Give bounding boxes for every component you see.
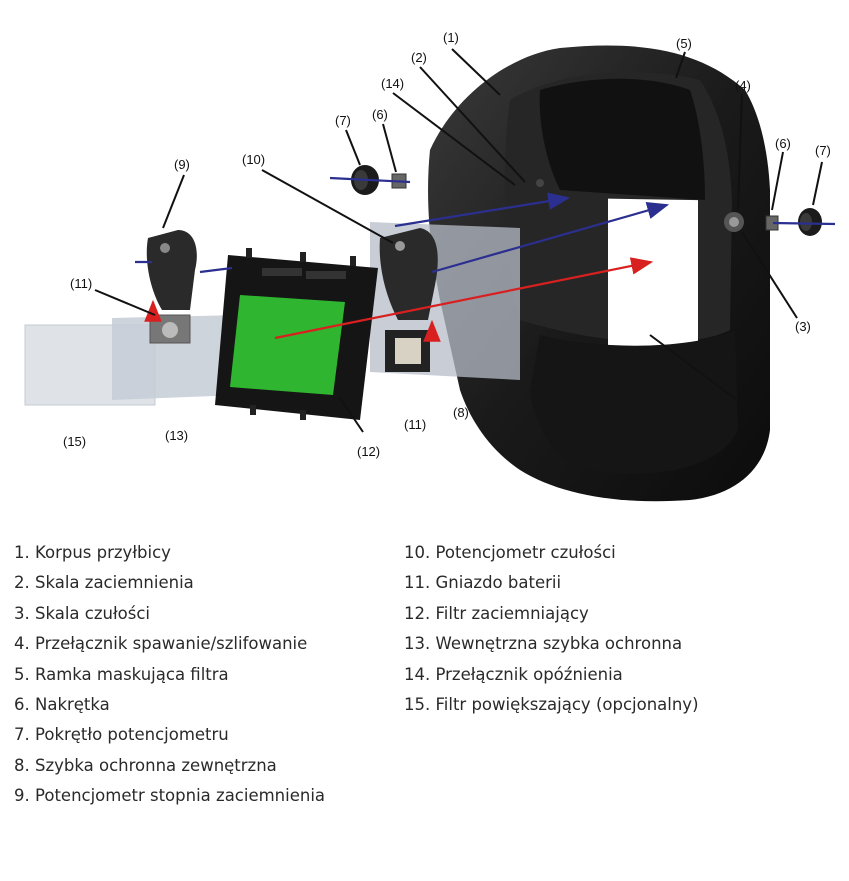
callout-6-top: (6) [372, 107, 388, 122]
legend-item-11: 11. Gniazdo baterii [404, 573, 562, 593]
exploded-helmet-diagram: (1) (2) (14) (5) (4) (6) (7) (3) (5) (7)… [24, 30, 836, 502]
legend-item-7: 7. Pokrętło potencjometru [14, 725, 229, 745]
assembly-arrows [135, 176, 836, 342]
legend-item-2: 2. Skala zaciemnienia [14, 573, 194, 593]
legend-item-13: 13. Wewnętrzna szybka ochronna [404, 634, 683, 654]
legend-item-4: 4. Przełącznik spawanie/szlifowanie [14, 634, 308, 654]
callout-1: (1) [443, 30, 459, 45]
callout-15: (15) [63, 434, 86, 449]
legend-item-12: 12. Filtr zaciemniający [404, 603, 589, 623]
callout-12: (12) [357, 444, 380, 459]
auto-darkening-filter [215, 248, 378, 420]
callout-6-right: (6) [775, 136, 791, 151]
legend-item-9: 9. Potencjometr stopnia zaciemnienia [14, 786, 326, 806]
callout-3: (3) [795, 319, 811, 334]
callout-11-right: (11) [404, 417, 426, 432]
legend-column-2: 10. Potencjometr czułości 11. Gniazdo ba… [404, 538, 699, 720]
callout-5-bottom: (5) [739, 402, 755, 417]
legend-item-3: 3. Skala czułości [14, 603, 151, 623]
callout-5-top: (5) [676, 36, 692, 51]
callout-9: (9) [174, 157, 190, 172]
legend-item-14: 14. Przełącznik opóźnienia [404, 664, 623, 684]
sensitivity-potentiometer [379, 228, 438, 320]
callout-14: (14) [381, 76, 404, 91]
knob-right [798, 208, 822, 236]
shade-potentiometer [146, 230, 197, 310]
callout-10: (10) [242, 152, 265, 167]
callout-11-left: (11) [70, 276, 92, 291]
callout-7-top: (7) [335, 113, 351, 128]
legend-column-1: 1. Korpus przyłbicy 2. Skala zaciemnieni… [14, 538, 325, 812]
callout-4: (4) [735, 78, 751, 93]
leader-lines [94, 48, 823, 433]
legend-item-8: 8. Szybka ochronna zewnętrzna [14, 755, 277, 775]
legend-item-1: 1. Korpus przyłbicy [14, 543, 171, 562]
legend-item-15: 15. Filtr powiększający (opcjonalny) [404, 694, 699, 714]
callout-8: (8) [453, 405, 469, 420]
callout-7-right: (7) [815, 143, 831, 158]
callout-2: (2) [411, 50, 427, 65]
battery-holder-right [385, 330, 430, 372]
inner-protective-lens [112, 315, 240, 400]
legend-item-6: 6. Nakrętka [14, 694, 110, 714]
battery-holder-left [149, 314, 191, 344]
callout-13: (13) [165, 428, 188, 443]
legend-item-10: 10. Potencjometr czułości [404, 543, 616, 562]
legend-item-5: 5. Ramka maskująca filtra [14, 664, 229, 684]
